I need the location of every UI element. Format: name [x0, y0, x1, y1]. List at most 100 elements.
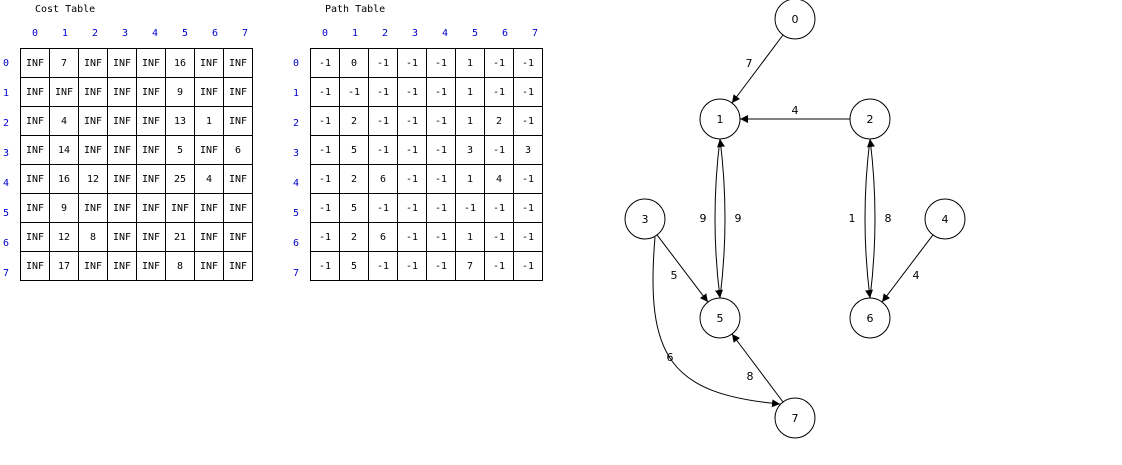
edge-1-to-5 [714, 138, 723, 299]
graph-node-label: 6 [867, 312, 874, 325]
cost-table-cell: INF [78, 77, 108, 107]
graph-node-label: 0 [792, 13, 799, 26]
graph-node-3 [624, 198, 666, 240]
path-table-cell: 2 [339, 106, 369, 136]
path-table-row-header: 6 [293, 238, 300, 249]
cost-table-cell: INF [223, 77, 253, 107]
cost-table-cell: 8 [165, 251, 195, 281]
graph-node-1 [699, 98, 741, 140]
cost-table-cell: INF [136, 193, 166, 223]
edge-weight-label: 9 [700, 212, 707, 225]
cost-table-column-header: 2 [91, 28, 99, 39]
cost-table-column-header: 5 [181, 28, 189, 39]
cost-table-cell: INF [107, 193, 137, 223]
path-table-cell: -1 [513, 222, 543, 252]
cost-table-cell: INF [136, 251, 166, 281]
cost-table-cell: INF [107, 77, 137, 107]
path-table-column-header: 1 [351, 28, 359, 39]
path-table-cell: -1 [397, 251, 427, 281]
cost-table-cell: INF [78, 135, 108, 165]
path-table-cell: -1 [310, 251, 340, 281]
path-table-cell: -1 [310, 77, 340, 107]
cost-table-cell: INF [223, 164, 253, 194]
cost-table-cell: INF [136, 222, 166, 252]
cost-table-cell: INF [223, 251, 253, 281]
cost-table-row-header: 6 [3, 238, 10, 249]
path-table-row-header: 5 [293, 208, 300, 219]
edge-4-to-6 [881, 234, 934, 303]
path-table-cell: -1 [513, 251, 543, 281]
cost-table-column-header: 3 [121, 28, 129, 39]
cost-table-cell: INF [223, 222, 253, 252]
path-table-cell: -1 [426, 251, 456, 281]
graph-node-label: 2 [867, 113, 874, 126]
cost-table-cell: 6 [223, 135, 253, 165]
graph-node-2 [849, 98, 891, 140]
cost-table-column-header: 6 [211, 28, 219, 39]
edge-weight-label: 8 [885, 212, 892, 225]
graph-node-0 [774, 0, 816, 40]
edge-7-to-5 [731, 333, 784, 403]
graph-node-7 [774, 397, 816, 439]
cost-table-cell: INF [20, 106, 50, 136]
cost-table-cell: 4 [49, 106, 79, 136]
cost-table-cell: INF [20, 193, 50, 223]
edge-weight-label: 9 [735, 212, 742, 225]
cost-table-column-header: 1 [61, 28, 69, 39]
cost-table-cell: INF [107, 164, 137, 194]
edge-2-to-6 [864, 138, 873, 299]
cost-table-title: Cost Table [35, 4, 96, 15]
path-table-cell: 1 [455, 222, 485, 252]
path-table-cell: -1 [426, 193, 456, 223]
cost-table-cell: INF [136, 135, 166, 165]
cost-table-cell: INF [223, 106, 253, 136]
cost-table-cell: 12 [49, 222, 79, 252]
cost-table-row-header: 0 [3, 58, 10, 69]
path-table-title: Path Table [325, 4, 386, 15]
cost-table-cell: INF [49, 77, 79, 107]
path-table-cell: -1 [310, 164, 340, 194]
cost-table-cell: INF [194, 77, 224, 107]
cost-table-cell: 25 [165, 164, 195, 194]
cost-table-cell: INF [136, 106, 166, 136]
path-table-cell: 2 [484, 106, 514, 136]
cost-table-row-header: 5 [3, 208, 10, 219]
path-table-column-header: 3 [411, 28, 419, 39]
path-table-cell: -1 [513, 106, 543, 136]
cost-table-row-header: 7 [3, 268, 10, 279]
path-table-row-header: 0 [293, 58, 300, 69]
cost-table-cell: 8 [78, 222, 108, 252]
edge-weight-label: 7 [746, 57, 753, 70]
graph-node-5 [699, 297, 741, 339]
graph-node-label: 7 [792, 412, 799, 425]
path-table-cell: 5 [339, 251, 369, 281]
cost-table-row-header: 4 [3, 178, 10, 189]
path-table-cell: -1 [397, 193, 427, 223]
edge-weight-label: 1 [849, 212, 856, 225]
path-table-cell: 0 [339, 48, 369, 78]
cost-table-row-header: 2 [3, 118, 10, 129]
edge-3-to-5 [656, 234, 709, 303]
cost-table-cell: INF [20, 251, 50, 281]
path-table-row-header: 7 [293, 268, 300, 279]
path-table-column-header: 7 [531, 28, 539, 39]
edge-6-to-2 [867, 138, 876, 299]
path-table-cell: -1 [397, 48, 427, 78]
edge-weight-label: 8 [747, 370, 754, 383]
cost-table-cell: INF [20, 77, 50, 107]
cost-table-cell: 16 [165, 48, 195, 78]
edge-weight-label: 4 [792, 104, 799, 117]
cost-table-cell: INF [20, 222, 50, 252]
path-table-column-header: 2 [381, 28, 389, 39]
